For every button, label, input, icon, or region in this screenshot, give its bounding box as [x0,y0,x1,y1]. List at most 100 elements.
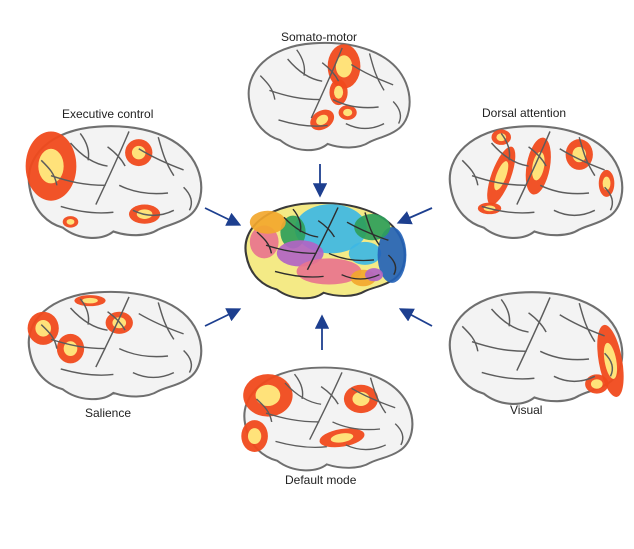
arrow-salience [204,308,242,327]
sulcus-line [95,131,130,205]
brain-executive-control [25,125,203,239]
activation-core [316,114,329,126]
sulcus-line [578,137,596,177]
sulcus-line [350,63,394,86]
brain-default-mode [241,366,414,472]
sulcus-line [60,368,114,376]
sulcus-line [321,62,340,82]
sulcus-line [306,207,339,271]
activation-core [335,55,353,78]
sulcus-line [559,148,605,171]
sulcus-line [60,205,114,214]
sulcus-line [292,208,302,233]
sulcus-line [387,254,397,276]
sulcus-line [481,371,535,380]
activation-core [38,148,64,184]
region-default-mode [296,258,362,285]
region-executive-control [249,210,286,234]
sulcus-line [528,146,547,167]
sulcus-line [118,347,169,358]
arrow-visual [398,308,433,327]
sulcus-line [539,350,590,361]
sulcus-line [259,75,276,100]
sulcus-line [138,312,184,335]
sulcus-line [269,89,321,101]
activation-core [602,176,611,191]
sulcus-line [107,146,126,167]
region-visual [377,227,407,283]
activation-core [255,384,281,406]
brain-outline [27,290,203,401]
sulcus-line [278,119,328,127]
brain-salience [27,290,203,401]
sulcus-line [332,98,379,109]
sulcus-line [265,244,317,255]
region-somato-motor [348,241,382,265]
sulcus-line [293,373,304,400]
sulcus-line [183,349,193,373]
sulcus-line [578,303,596,343]
sulcus-line [95,296,130,368]
sulcus-line [516,297,551,371]
sulcus-line [346,221,389,241]
sulcus-line [79,132,90,161]
sulcus-line [392,100,402,124]
arrow-executive-control [204,207,242,226]
sulcus-line [604,186,614,211]
sulcus-line [345,444,387,451]
sulcus-line [332,421,381,431]
activation-core [496,133,507,142]
activation-core [35,320,51,337]
sulcus-line [40,324,58,349]
sulcus-line [118,184,169,195]
label-visual: Visual [510,403,543,417]
activation-core [82,297,98,304]
activation-core [66,218,75,225]
sulcus-line [40,159,58,186]
sulcus-line [351,387,396,409]
sulcus-line [553,375,596,383]
activation-core [590,379,603,389]
sulcus-line [296,49,306,76]
label-somato-motor: Somato-motor [281,30,358,44]
sulcus-line [132,371,175,379]
sulcus-line [368,53,385,91]
sulcus-line [132,209,175,217]
activation-core [334,85,344,99]
sulcus-line [317,220,336,238]
sulcus-line [461,325,479,352]
region-salience [365,268,383,282]
sulcus-line [341,274,380,280]
sulcus-line [604,352,614,377]
sulcus-line [310,47,343,119]
region-default-mode [249,225,279,259]
sulcus-line [369,377,387,414]
sulcus-line [528,312,547,333]
region-somato-motor [294,204,367,254]
label-default-mode: Default mode [285,473,357,487]
brain-visual [448,291,624,405]
sulcus-line [157,302,175,340]
sulcus-line [309,372,343,440]
sulcus-line [481,205,535,214]
sulcus-line [50,338,106,350]
brain-somato-motor [247,41,411,152]
label-executive-control: Executive control [62,107,154,121]
label-dorsal-attention: Dorsal attention [482,106,567,120]
sulcus-line [138,148,184,171]
sulcus-line [471,175,527,187]
sulcus-line [107,311,126,331]
sulcus-line [183,186,193,211]
activation-core [343,108,353,117]
sulcus-line [320,386,339,405]
sulcus-line [539,184,590,195]
sulcus-line [255,398,273,423]
sulcus-line [328,252,375,262]
sulcus-line [275,440,327,449]
sulcus-line [553,209,596,217]
activation-core [330,433,354,443]
sulcus-line [394,423,404,446]
sulcus-line [50,175,106,187]
sulcus-line [274,270,324,278]
